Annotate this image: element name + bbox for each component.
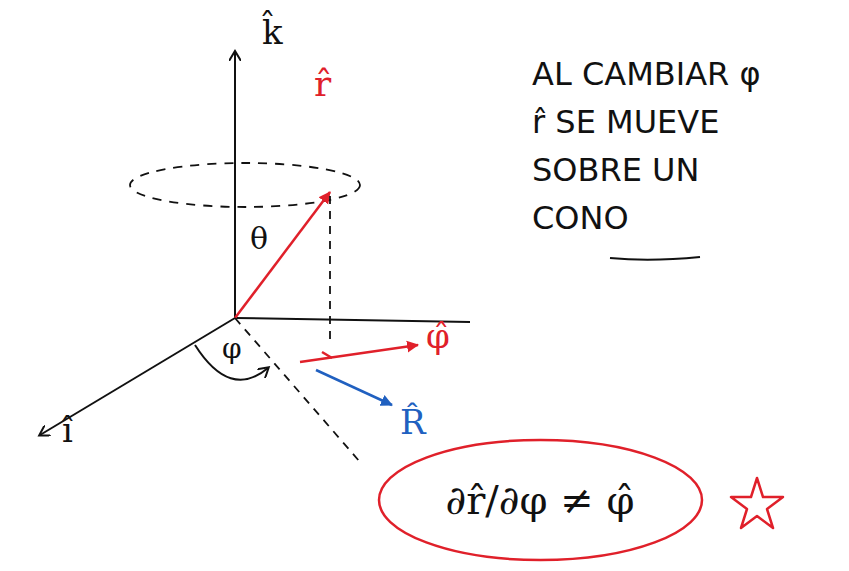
star-mark (731, 478, 783, 528)
ellipse-shape (379, 440, 702, 560)
underline (610, 257, 700, 260)
formula-text: ∂r̂/∂φ ≠ φ̂ (446, 477, 635, 523)
cone-circle (130, 163, 360, 207)
angle-label: θ (250, 222, 268, 255)
projection-line (235, 318, 360, 462)
phi-hat-vector (300, 345, 418, 362)
vector-label: φ̂ (426, 318, 450, 355)
r-vector (235, 192, 330, 318)
angle-label: φ (222, 334, 242, 365)
vector-label: r̂ (314, 64, 331, 104)
R-hat-vector (316, 370, 392, 405)
z-axis (234, 52, 236, 318)
axis-label: î (62, 412, 73, 449)
formula-ellipse: ∂r̂/∂φ ≠ φ̂ (376, 437, 705, 563)
right-angle-tick (322, 352, 332, 358)
vector-label: R̂ (400, 404, 426, 441)
handwritten-note: AL CAMBIAR φ r̂ SE MUEVE SOBRE UN CONO (532, 50, 782, 242)
axis-label: k̂ (262, 14, 283, 51)
projection-line (329, 196, 331, 345)
